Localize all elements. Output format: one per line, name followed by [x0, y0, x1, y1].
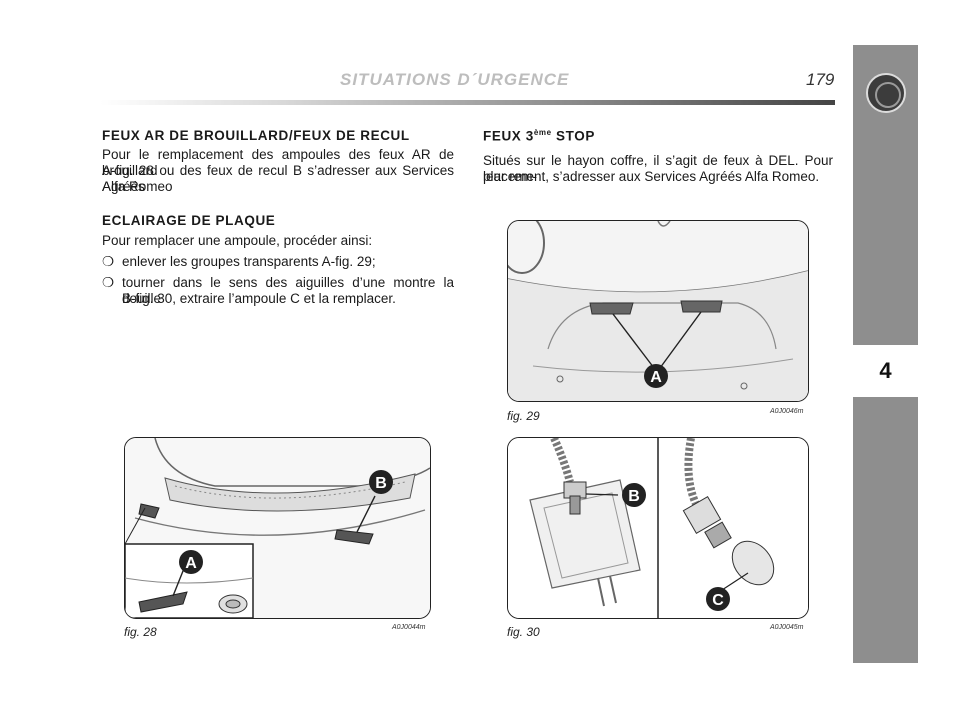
chapter-tab[interactable]: 4 [853, 342, 918, 400]
figure-28-image: B A [124, 437, 431, 619]
bullet-text: B-fig. 30, extraire l’ampoule C et la re… [122, 291, 396, 306]
callout-a-label: A [185, 555, 197, 572]
para-fog-line-2: A-fig. 28 ou des feux de recul B s’adres… [102, 163, 454, 194]
heading-third-stop-main: FEUX 3 [483, 128, 534, 144]
header-rule [100, 100, 835, 105]
figure-29-image: A [507, 220, 809, 402]
para-stop-line-1: Situés sur le hayon coffre, il s’agit de… [483, 153, 833, 184]
callout-b-fig30: B [622, 483, 646, 507]
bullet-circle-icon: ❍ [102, 254, 115, 269]
list-item: ❍ tourner dans le sens des aiguilles d’u… [102, 275, 454, 307]
para-plate-intro: Pour remplacer une ampoule, procéder ain… [102, 233, 373, 248]
figure-29-caption: fig. 29 [507, 409, 540, 423]
figure-28-caption: fig. 28 [124, 625, 157, 639]
heading-fog-reverse-lights: FEUX AR DE BROUILLARD/FEUX DE RECUL [102, 128, 410, 143]
callout-b-label: B [628, 488, 640, 505]
callout-b-label: B [375, 475, 387, 492]
list-item: ❍ enlever les groupes transparents A-fig… [102, 254, 454, 270]
bullet-text: enlever les groupes transparents A-fig. … [122, 254, 376, 269]
heading-plate-light: ECLAIRAGE DE PLAQUE [102, 213, 276, 228]
figure-30-image: B C [507, 437, 809, 619]
bullet-circle-icon: ❍ [102, 275, 115, 290]
figure-29-code: A0J0046m [770, 408, 804, 415]
heading-third-stop-sup: ème [533, 128, 552, 137]
figure-30-code: A0J0045m [770, 624, 804, 631]
page-header-title: SITUATIONS D´URGENCE [340, 70, 570, 89]
callout-a-label: A [650, 369, 662, 386]
bullet-text: tourner dans le sens des aiguilles d’une… [122, 275, 454, 306]
heading-third-stop-end: STOP [551, 128, 595, 144]
para-fog-line-3: Alfa Romeo [102, 179, 173, 194]
alfa-romeo-logo-icon [866, 73, 906, 113]
para-fog-line-1: Pour le remplacement des ampoules des fe… [102, 147, 454, 178]
para-stop-line-2: placement, s’adresser aux Services Agréé… [483, 169, 820, 184]
figure-30-caption: fig. 30 [507, 625, 540, 639]
page-number: 179 [806, 70, 835, 89]
callout-a: A [644, 364, 668, 388]
callout-c-label: C [712, 592, 724, 609]
heading-third-stop: FEUX 3ème STOP [483, 128, 595, 144]
callout-a-fig28: A [179, 550, 203, 574]
figure-28-code: A0J0044m [392, 624, 426, 631]
callout-b-fig28: B [369, 470, 393, 494]
callout-c: C [706, 587, 730, 611]
